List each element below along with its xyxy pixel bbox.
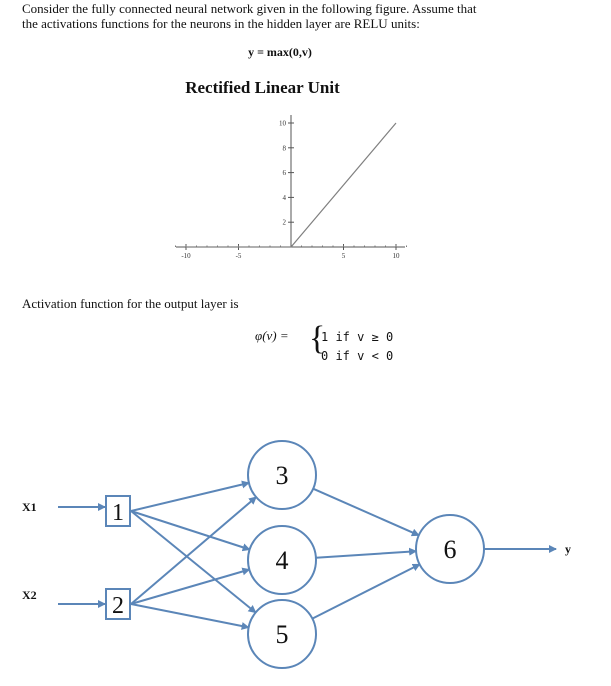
x-tick-label: -5 — [236, 252, 242, 260]
input-node-label: 1 — [112, 500, 124, 526]
input-label-x2: X2 — [22, 588, 37, 602]
step-function-cases: 1 if v ≥ 0 0 if v < 0 — [321, 328, 441, 366]
hidden-node-label: 4 — [276, 546, 289, 575]
case-negative: 0 if v < 0 — [321, 349, 394, 363]
network-edge — [130, 496, 257, 605]
case-positive: 1 if v ≥ 0 — [321, 330, 394, 344]
step-function-equation: φ(v) = { 1 if v ≥ 0 0 if v < 0 — [255, 322, 393, 364]
output-label-y: y — [565, 542, 571, 556]
network-edge — [130, 567, 251, 605]
x-tick-label: 5 — [342, 252, 346, 260]
step-function-lhs: φ(v) = — [255, 328, 289, 343]
y-tick-label: 2 — [283, 219, 287, 227]
question-line-1: Consider the fully connected neural netw… — [22, 1, 477, 16]
output-node-label: 6 — [444, 535, 457, 564]
y-tick-label: 6 — [283, 169, 287, 177]
network-edge — [312, 487, 420, 537]
network-edge — [315, 547, 418, 559]
question-text: Consider the fully connected neural netw… — [22, 1, 582, 31]
y-tick-label: 8 — [283, 144, 287, 152]
relu-formula: y = max(0,v) — [248, 45, 312, 59]
input-label-x1: X1 — [22, 500, 37, 514]
input-node-label: 2 — [112, 593, 124, 619]
output-activation-label: Activation function for the output layer… — [22, 296, 239, 311]
network-edge — [130, 510, 257, 614]
network-edge — [130, 480, 250, 512]
relu-title: Rectified Linear Unit — [185, 78, 340, 97]
y-tick-label: 4 — [283, 194, 287, 202]
cases-brace: { — [309, 320, 326, 357]
question-line-2: the activations functions for the neuron… — [22, 16, 420, 31]
relu-series-line — [186, 122, 397, 248]
output-node-6 — [415, 514, 485, 584]
input-node-1 — [105, 495, 131, 527]
hidden-node-5 — [247, 599, 317, 669]
network-edge — [311, 563, 421, 620]
input-node-2 — [105, 588, 131, 620]
hidden-node-4 — [247, 525, 317, 595]
network-edge — [130, 510, 251, 552]
x-tick-label: -10 — [181, 252, 191, 260]
y-tick-label: 10 — [279, 120, 287, 128]
x-tick-label: 10 — [393, 252, 401, 260]
relu-chart: -10 -5 5 10 2 4 6 8 10 — [175, 115, 407, 260]
hidden-node-3 — [247, 440, 317, 510]
hidden-node-label: 3 — [276, 461, 289, 490]
network-edge — [130, 603, 250, 630]
hidden-node-label: 5 — [276, 620, 289, 649]
